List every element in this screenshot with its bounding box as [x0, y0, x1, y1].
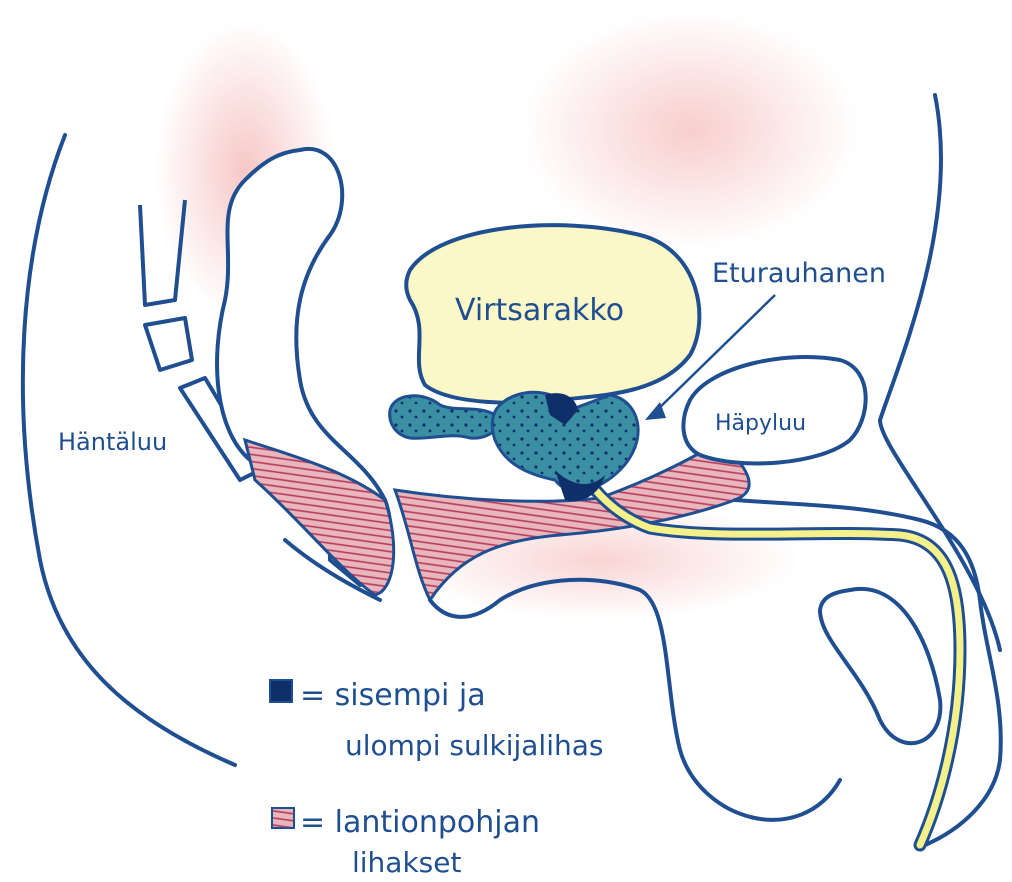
legend-sphincter-line2: ulompi sulkijalihas	[345, 729, 603, 762]
legend-sphincter-line1: = sisempi ja	[300, 678, 486, 713]
label-bladder: Virtsarakko	[455, 293, 624, 328]
label-pubic-bone: Häpyluu	[715, 411, 806, 436]
label-coccyx: Häntäluu	[58, 428, 167, 456]
legend-swatch-pelvic-floor	[272, 808, 294, 828]
legend-pelvic-floor-line1: = lantionpohjan	[300, 805, 540, 840]
prostate	[492, 392, 638, 501]
testis	[820, 589, 940, 743]
legend-swatch-sphincter	[270, 680, 292, 702]
label-prostate: Eturauhanen	[712, 258, 886, 289]
legend-pelvic-floor-line2: lihakset	[352, 846, 461, 879]
legend: = sisempi ja ulompi sulkijalihas = lanti…	[270, 678, 603, 879]
